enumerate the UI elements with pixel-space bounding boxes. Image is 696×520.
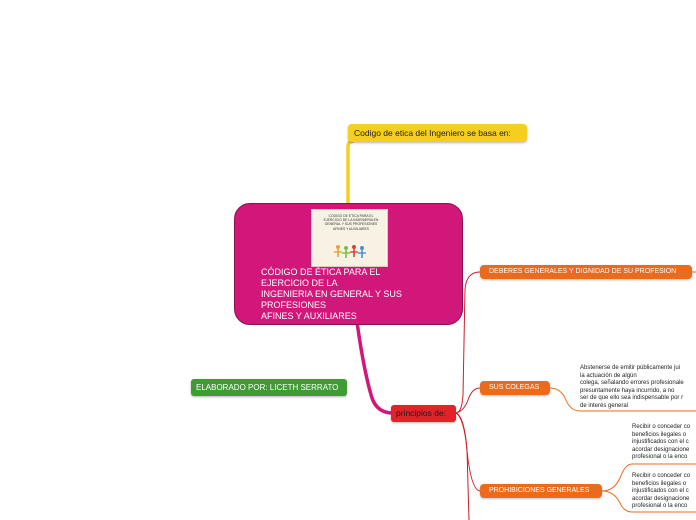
link-central-to-top-node xyxy=(346,139,355,203)
central-topic[interactable]: CODIGO DE ETICA PARA EL EJERCICIO DE LA … xyxy=(234,203,463,325)
central-topic-title: CÓDIGO DE ÉTICA PARA EL EJERCICIO DE LA … xyxy=(261,267,441,322)
note-line: acordar designacione xyxy=(632,446,690,453)
principles-node[interactable]: principios de: xyxy=(391,405,456,422)
note-line: de interés general xyxy=(580,402,629,409)
author-node[interactable]: ELABORADO POR: LICETH SERRATO xyxy=(191,379,347,396)
top-node-label: Codigo de etica del Ingeniero se basa en… xyxy=(354,128,511,138)
note-line: ser de que ello sea indispensable por r xyxy=(580,395,684,402)
note-colegas[interactable]: Abstenerse de emitir públicamente jui la… xyxy=(580,365,684,411)
central-title-line: EJERCICIO DE LA xyxy=(261,278,338,288)
book-cover-image: CODIGO DE ETICA PARA EL EJERCICIO DE LA … xyxy=(311,209,388,267)
note-prohibiciones-1[interactable]: Recibir o conceder co beneficios ilegale… xyxy=(632,424,690,462)
branch-prohibiciones-generales[interactable]: PROHIBICIONES GENERALES xyxy=(480,484,602,498)
note-line: acordar designacione xyxy=(632,495,690,502)
note-line: beneficios ilegales o xyxy=(632,480,687,487)
central-title-line: INGENIERIA EN GENERAL Y SUS xyxy=(261,289,402,299)
central-title-line: AFINES Y AUXILIARES xyxy=(261,311,357,321)
branch-label: SUS COLEGAS xyxy=(489,384,540,391)
link-prohibiciones-to-note-1 xyxy=(601,463,696,492)
branch-label: DEBERES GENERALES Y DIGNIDAD DE SU PROFE… xyxy=(489,268,677,275)
link-principles-to-colegas xyxy=(455,387,481,414)
link-central-to-principles xyxy=(355,321,392,415)
note-line: colega, señalando errores profesionale xyxy=(580,380,684,387)
note-line: Recibir o conceder co xyxy=(632,473,691,479)
link-principles-to-offscreen xyxy=(455,412,470,520)
link-principles-to-deberes xyxy=(455,271,481,414)
figures-illustration xyxy=(334,245,366,258)
branch-label: PROHIBICIONES GENERALES xyxy=(489,487,590,494)
note-line: Recibir o conceder co xyxy=(632,424,691,430)
note-line: injustificados con el c xyxy=(632,488,689,495)
branch-deberes-generales[interactable]: DEBERES GENERALES Y DIGNIDAD DE SU PROFE… xyxy=(480,265,692,279)
author-label: ELABORADO POR: LICETH SERRATO xyxy=(196,383,339,392)
note-line: injustificados con el c xyxy=(632,439,689,446)
branch-sus-colegas[interactable]: SUS COLEGAS xyxy=(480,381,550,395)
top-node[interactable]: Codigo de etica del Ingeniero se basa en… xyxy=(348,124,527,142)
note-line: profesional o la enco xyxy=(632,454,688,461)
link-colegas-to-note xyxy=(549,387,696,412)
note-line: presuntamente haya incurrido, a no xyxy=(580,387,675,394)
link-prohibiciones-to-note-2 xyxy=(601,490,696,513)
central-title-line: PROFESIONES xyxy=(261,300,327,310)
book-cover-text: CODIGO DE ETICA PARA EL EJERCICIO DE LA … xyxy=(323,214,379,231)
principles-label: principios de: xyxy=(396,408,447,418)
central-title-line: CÓDIGO DE ÉTICA PARA EL xyxy=(261,267,381,277)
note-line: Abstenerse de emitir públicamente jui xyxy=(580,365,681,371)
note-line: beneficios ilegales o xyxy=(632,431,687,438)
note-line: profesional o la enco xyxy=(632,503,688,510)
note-line: la actuación de algún xyxy=(580,372,637,379)
note-prohibiciones-2[interactable]: Recibir o conceder co beneficios ilegale… xyxy=(632,473,690,511)
